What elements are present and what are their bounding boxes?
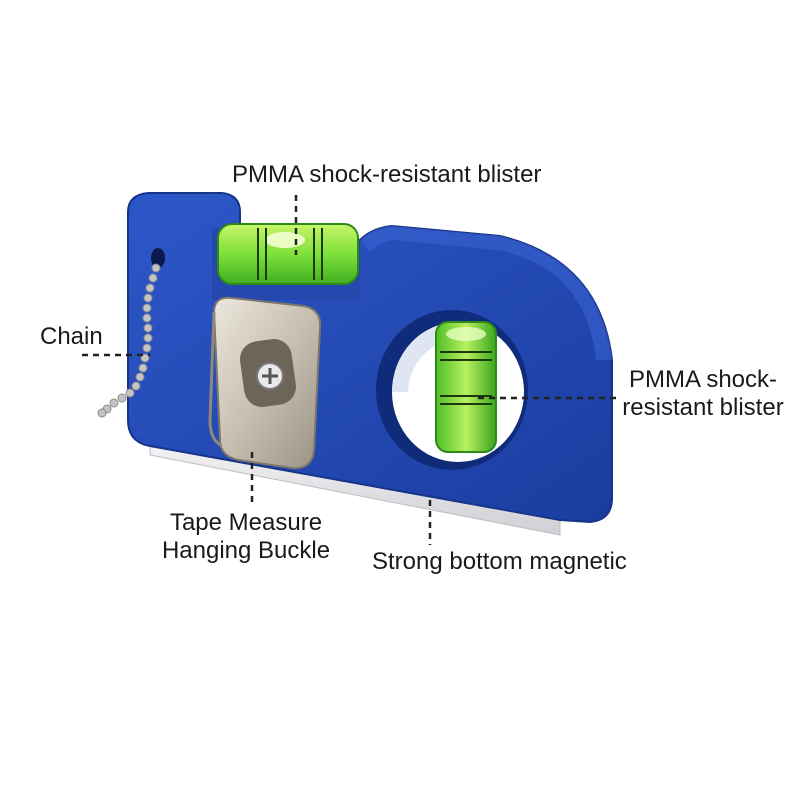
- screw-icon: [256, 362, 284, 390]
- clip-icon: [208, 296, 322, 470]
- label-chain: Chain: [40, 323, 103, 350]
- chain-hole: [151, 248, 165, 268]
- bubble-vial-icon: [217, 223, 359, 285]
- label-top-blister: PMMA shock-resistant blister: [232, 161, 542, 188]
- chain-icon: [97, 263, 161, 418]
- label-magnet: Strong bottom magnetic: [372, 548, 627, 575]
- bubble-vial-icon: [435, 321, 497, 453]
- label-buckle: Tape Measure Hanging Buckle: [161, 509, 331, 564]
- label-side-blister: PMMA shock-resistant blister: [622, 366, 784, 421]
- level-body: [127, 192, 613, 524]
- leader-lines: [82, 195, 616, 545]
